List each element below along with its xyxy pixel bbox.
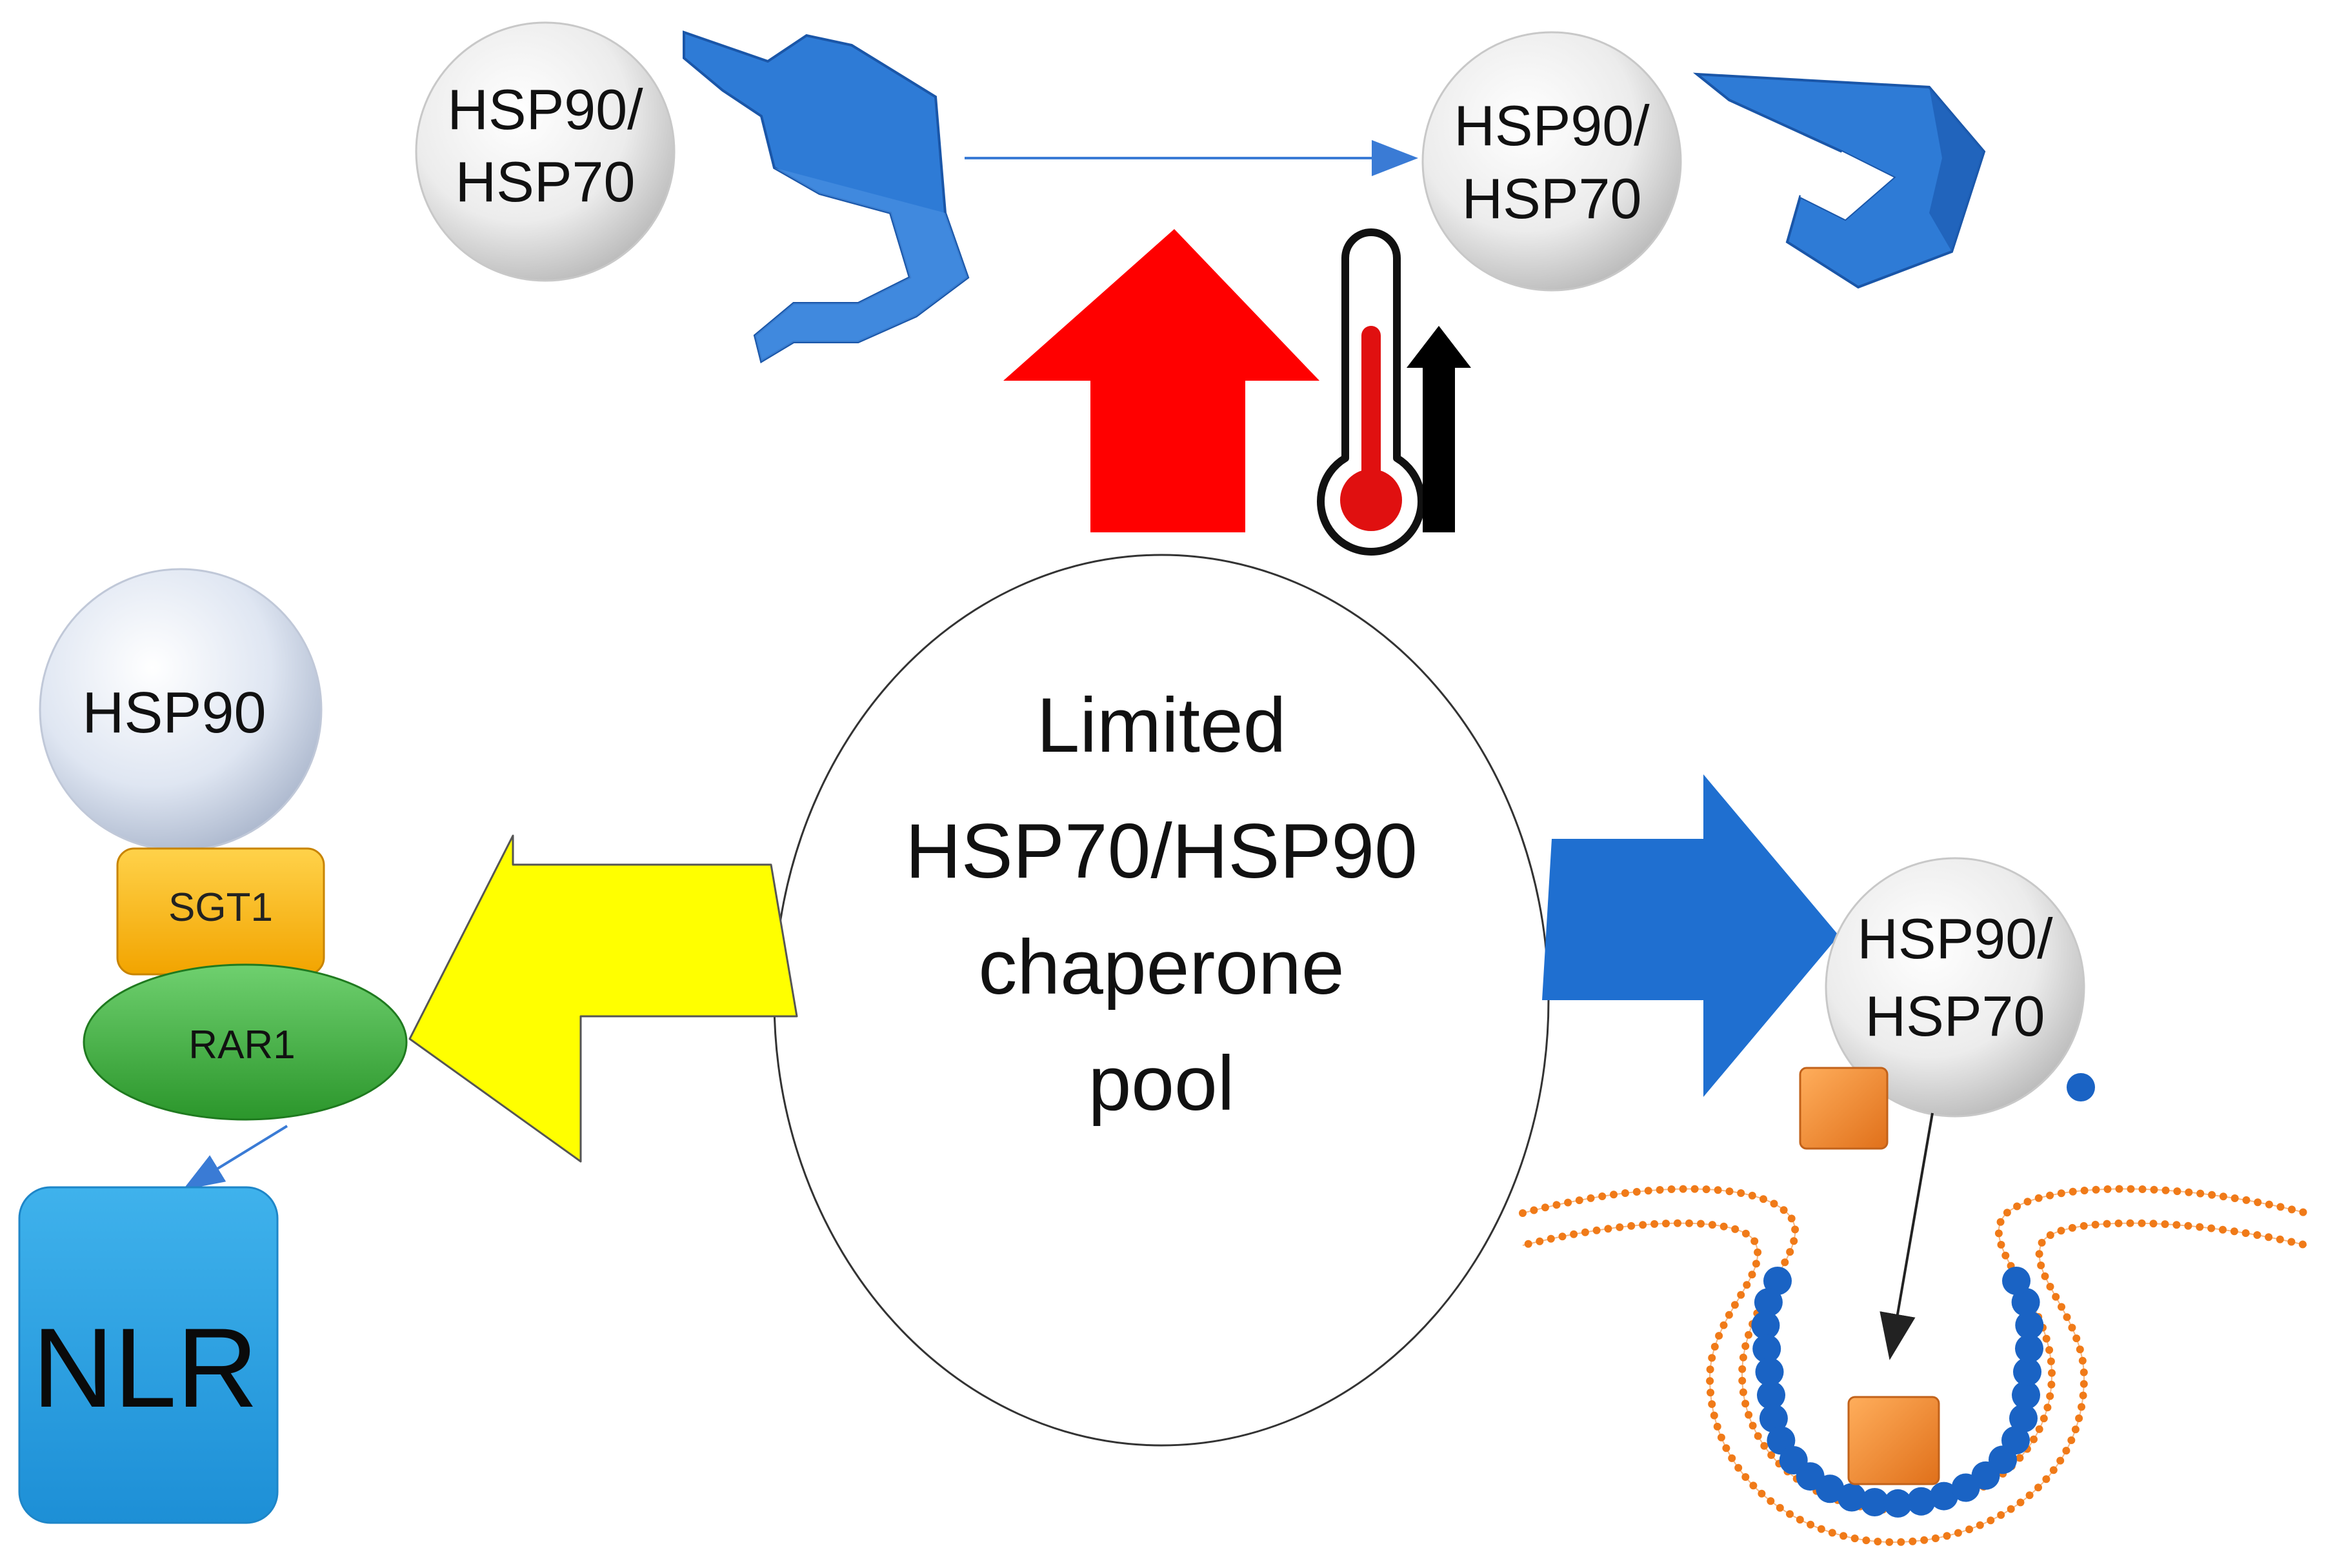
coat-protein-dot — [2067, 1073, 2095, 1101]
hsp90-label: HSP90 — [82, 681, 266, 745]
pool-label-line3: chaperone — [978, 924, 1344, 1010]
cargo-protein — [1799, 1067, 1889, 1150]
rar1-oval — [83, 963, 408, 1121]
nlr-box — [18, 1186, 279, 1524]
temperature-up-arrow-icon — [1407, 326, 1471, 532]
chaperone-sphere — [1825, 857, 2085, 1118]
chaperone-label-line1: HSP90/ — [1857, 907, 2053, 970]
pool-label-line1: Limited — [1037, 682, 1287, 769]
chaperone-sphere — [415, 21, 676, 282]
endocytosis-arrow — [1542, 774, 1839, 1097]
immune-complex: HSP90 SGT1 RAR1 NLR — [18, 568, 408, 1524]
internalization-arrow — [1880, 1112, 1934, 1360]
rar1-label: RAR1 — [188, 1023, 295, 1067]
chaperone-label-line2: HSP70 — [456, 150, 636, 214]
chaperone-label-line2: HSP70 — [1462, 166, 1642, 230]
heat-stress-arrow — [1003, 229, 1319, 532]
unfolded-protein — [683, 30, 970, 364]
thermometer-icon — [1317, 228, 1425, 556]
folded-protein — [1692, 72, 1986, 289]
chaperone-sphere — [1421, 31, 1682, 292]
pool-label-line2: HSP70/HSP90 — [905, 808, 1418, 894]
top-left-chaperone: HSP90/ HSP70 — [415, 21, 676, 282]
right-chaperone: HSP90/ HSP70 — [1825, 857, 2085, 1118]
chaperone-label-line1: HSP90/ — [447, 77, 643, 141]
pool-label-line4: pool — [1088, 1040, 1235, 1127]
chaperone-label-line2: HSP70 — [1865, 984, 2045, 1048]
chaperone-label-line1: HSP90/ — [1454, 94, 1650, 157]
vesicle-coat — [1751, 1267, 2044, 1518]
sgt1-label: SGT1 — [168, 885, 273, 930]
vesicle-cargo — [1847, 1396, 1940, 1485]
nlr-label: NLR — [32, 1305, 258, 1431]
chaperone-pool: Limited HSP70/HSP90 chaperone pool — [773, 554, 1550, 1447]
rar1-to-nlr-arrow — [183, 1125, 288, 1191]
top-right-chaperone: HSP90/ HSP70 — [1421, 31, 1682, 292]
immunity-arrow — [408, 834, 798, 1163]
